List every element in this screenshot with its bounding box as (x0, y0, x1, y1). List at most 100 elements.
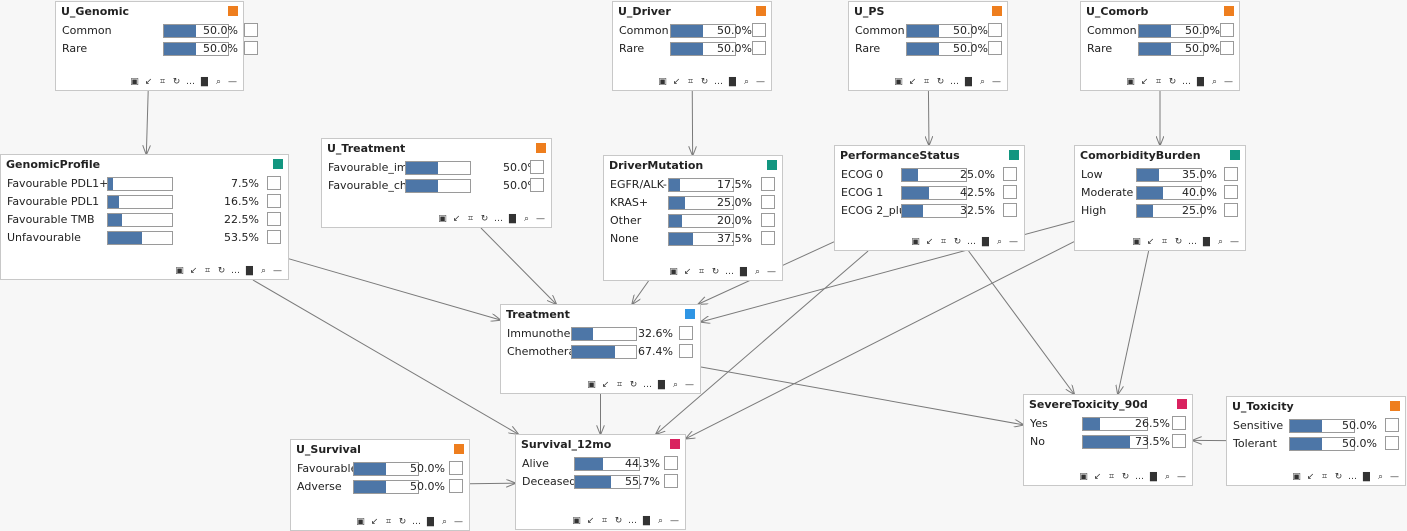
note-icon[interactable]: ▣ (175, 266, 184, 276)
note-icon[interactable]: ▣ (1126, 77, 1135, 87)
zoom-icon[interactable]: ⌕ (1217, 237, 1224, 247)
evidence-checkbox[interactable] (1220, 41, 1234, 55)
evidence-checkbox[interactable] (752, 41, 766, 55)
note-icon[interactable]: ▣ (587, 380, 596, 390)
note-icon[interactable]: ▣ (1132, 237, 1141, 247)
arrow-icon[interactable]: ↙ (1306, 472, 1315, 482)
more-icon[interactable]: … (231, 266, 240, 276)
evidence-checkbox[interactable] (1003, 185, 1017, 199)
note-icon[interactable]: ▣ (1079, 472, 1088, 482)
more-icon[interactable]: … (628, 516, 637, 526)
grid-icon[interactable]: ⌗ (923, 77, 930, 87)
evidence-checkbox[interactable] (1003, 167, 1017, 181)
grid-icon[interactable]: ⌗ (467, 214, 474, 224)
evidence-checkbox[interactable] (664, 456, 678, 470)
arrow-icon[interactable]: ↙ (1146, 237, 1155, 247)
zoom-icon[interactable]: ⌕ (979, 77, 986, 87)
zoom-icon[interactable]: ⌕ (1211, 77, 1218, 87)
grid-icon[interactable]: ⌗ (698, 267, 705, 277)
minimize-icon[interactable]: — (767, 267, 776, 277)
histogram-icon[interactable]: ▇ (1150, 472, 1157, 482)
grid-icon[interactable]: ⌗ (601, 516, 608, 526)
evidence-checkbox[interactable] (679, 344, 693, 358)
arrow-icon[interactable]: ↙ (672, 77, 681, 87)
zoom-icon[interactable]: ⌕ (441, 517, 448, 527)
minimize-icon[interactable]: — (1230, 237, 1239, 247)
evidence-checkbox[interactable] (1385, 436, 1399, 450)
zoom-icon[interactable]: ⌕ (260, 266, 267, 276)
histogram-icon[interactable]: ▇ (509, 214, 516, 224)
cycle-icon[interactable]: ↻ (953, 237, 962, 247)
evidence-checkbox[interactable] (761, 177, 775, 191)
evidence-checkbox[interactable] (530, 178, 544, 192)
grid-icon[interactable]: ⌗ (204, 266, 211, 276)
minimize-icon[interactable]: — (1390, 472, 1399, 482)
histogram-icon[interactable]: ▇ (1363, 472, 1370, 482)
evidence-checkbox[interactable] (530, 160, 544, 174)
grid-icon[interactable]: ⌗ (616, 380, 623, 390)
evidence-checkbox[interactable] (1224, 167, 1238, 181)
zoom-icon[interactable]: ⌕ (754, 267, 761, 277)
evidence-checkbox[interactable] (267, 194, 281, 208)
cycle-icon[interactable]: ↻ (629, 380, 638, 390)
evidence-checkbox[interactable] (244, 41, 258, 55)
zoom-icon[interactable]: ⌕ (657, 516, 664, 526)
histogram-icon[interactable]: ▇ (643, 516, 650, 526)
more-icon[interactable]: … (494, 214, 503, 224)
note-icon[interactable]: ▣ (911, 237, 920, 247)
grid-icon[interactable]: ⌗ (940, 237, 947, 247)
minimize-icon[interactable]: — (1224, 77, 1233, 87)
evidence-checkbox[interactable] (761, 195, 775, 209)
note-icon[interactable]: ▣ (438, 214, 447, 224)
more-icon[interactable]: … (1135, 472, 1144, 482)
arrow-icon[interactable]: ↙ (144, 77, 153, 87)
zoom-icon[interactable]: ⌕ (1377, 472, 1384, 482)
histogram-icon[interactable]: ▇ (658, 380, 665, 390)
cycle-icon[interactable]: ↻ (700, 77, 709, 87)
evidence-checkbox[interactable] (1172, 434, 1186, 448)
evidence-checkbox[interactable] (761, 213, 775, 227)
arrow-icon[interactable]: ↙ (189, 266, 198, 276)
histogram-icon[interactable]: ▇ (740, 267, 747, 277)
histogram-icon[interactable]: ▇ (1203, 237, 1210, 247)
zoom-icon[interactable]: ⌕ (996, 237, 1003, 247)
note-icon[interactable]: ▣ (572, 516, 581, 526)
arrow-icon[interactable]: ↙ (601, 380, 610, 390)
histogram-icon[interactable]: ▇ (965, 77, 972, 87)
cycle-icon[interactable]: ↻ (1168, 77, 1177, 87)
note-icon[interactable]: ▣ (658, 77, 667, 87)
minimize-icon[interactable]: — (756, 77, 765, 87)
note-icon[interactable]: ▣ (894, 77, 903, 87)
grid-icon[interactable]: ⌗ (159, 77, 166, 87)
more-icon[interactable]: … (1348, 472, 1357, 482)
minimize-icon[interactable]: — (992, 77, 1001, 87)
more-icon[interactable]: … (643, 380, 652, 390)
cycle-icon[interactable]: ↻ (1174, 237, 1183, 247)
arrow-icon[interactable]: ↙ (683, 267, 692, 277)
arrow-icon[interactable]: ↙ (1093, 472, 1102, 482)
histogram-icon[interactable]: ▇ (201, 77, 208, 87)
zoom-icon[interactable]: ⌕ (215, 77, 222, 87)
cycle-icon[interactable]: ↻ (1334, 472, 1343, 482)
histogram-icon[interactable]: ▇ (982, 237, 989, 247)
arrow-icon[interactable]: ↙ (908, 77, 917, 87)
arrow-icon[interactable]: ↙ (1140, 77, 1149, 87)
zoom-icon[interactable]: ⌕ (743, 77, 750, 87)
grid-icon[interactable]: ⌗ (687, 77, 694, 87)
cycle-icon[interactable]: ↻ (480, 214, 489, 224)
zoom-icon[interactable]: ⌕ (672, 380, 679, 390)
evidence-checkbox[interactable] (679, 326, 693, 340)
cycle-icon[interactable]: ↻ (711, 267, 720, 277)
evidence-checkbox[interactable] (267, 230, 281, 244)
evidence-checkbox[interactable] (988, 41, 1002, 55)
note-icon[interactable]: ▣ (356, 517, 365, 527)
minimize-icon[interactable]: — (1009, 237, 1018, 247)
grid-icon[interactable]: ⌗ (1155, 77, 1162, 87)
